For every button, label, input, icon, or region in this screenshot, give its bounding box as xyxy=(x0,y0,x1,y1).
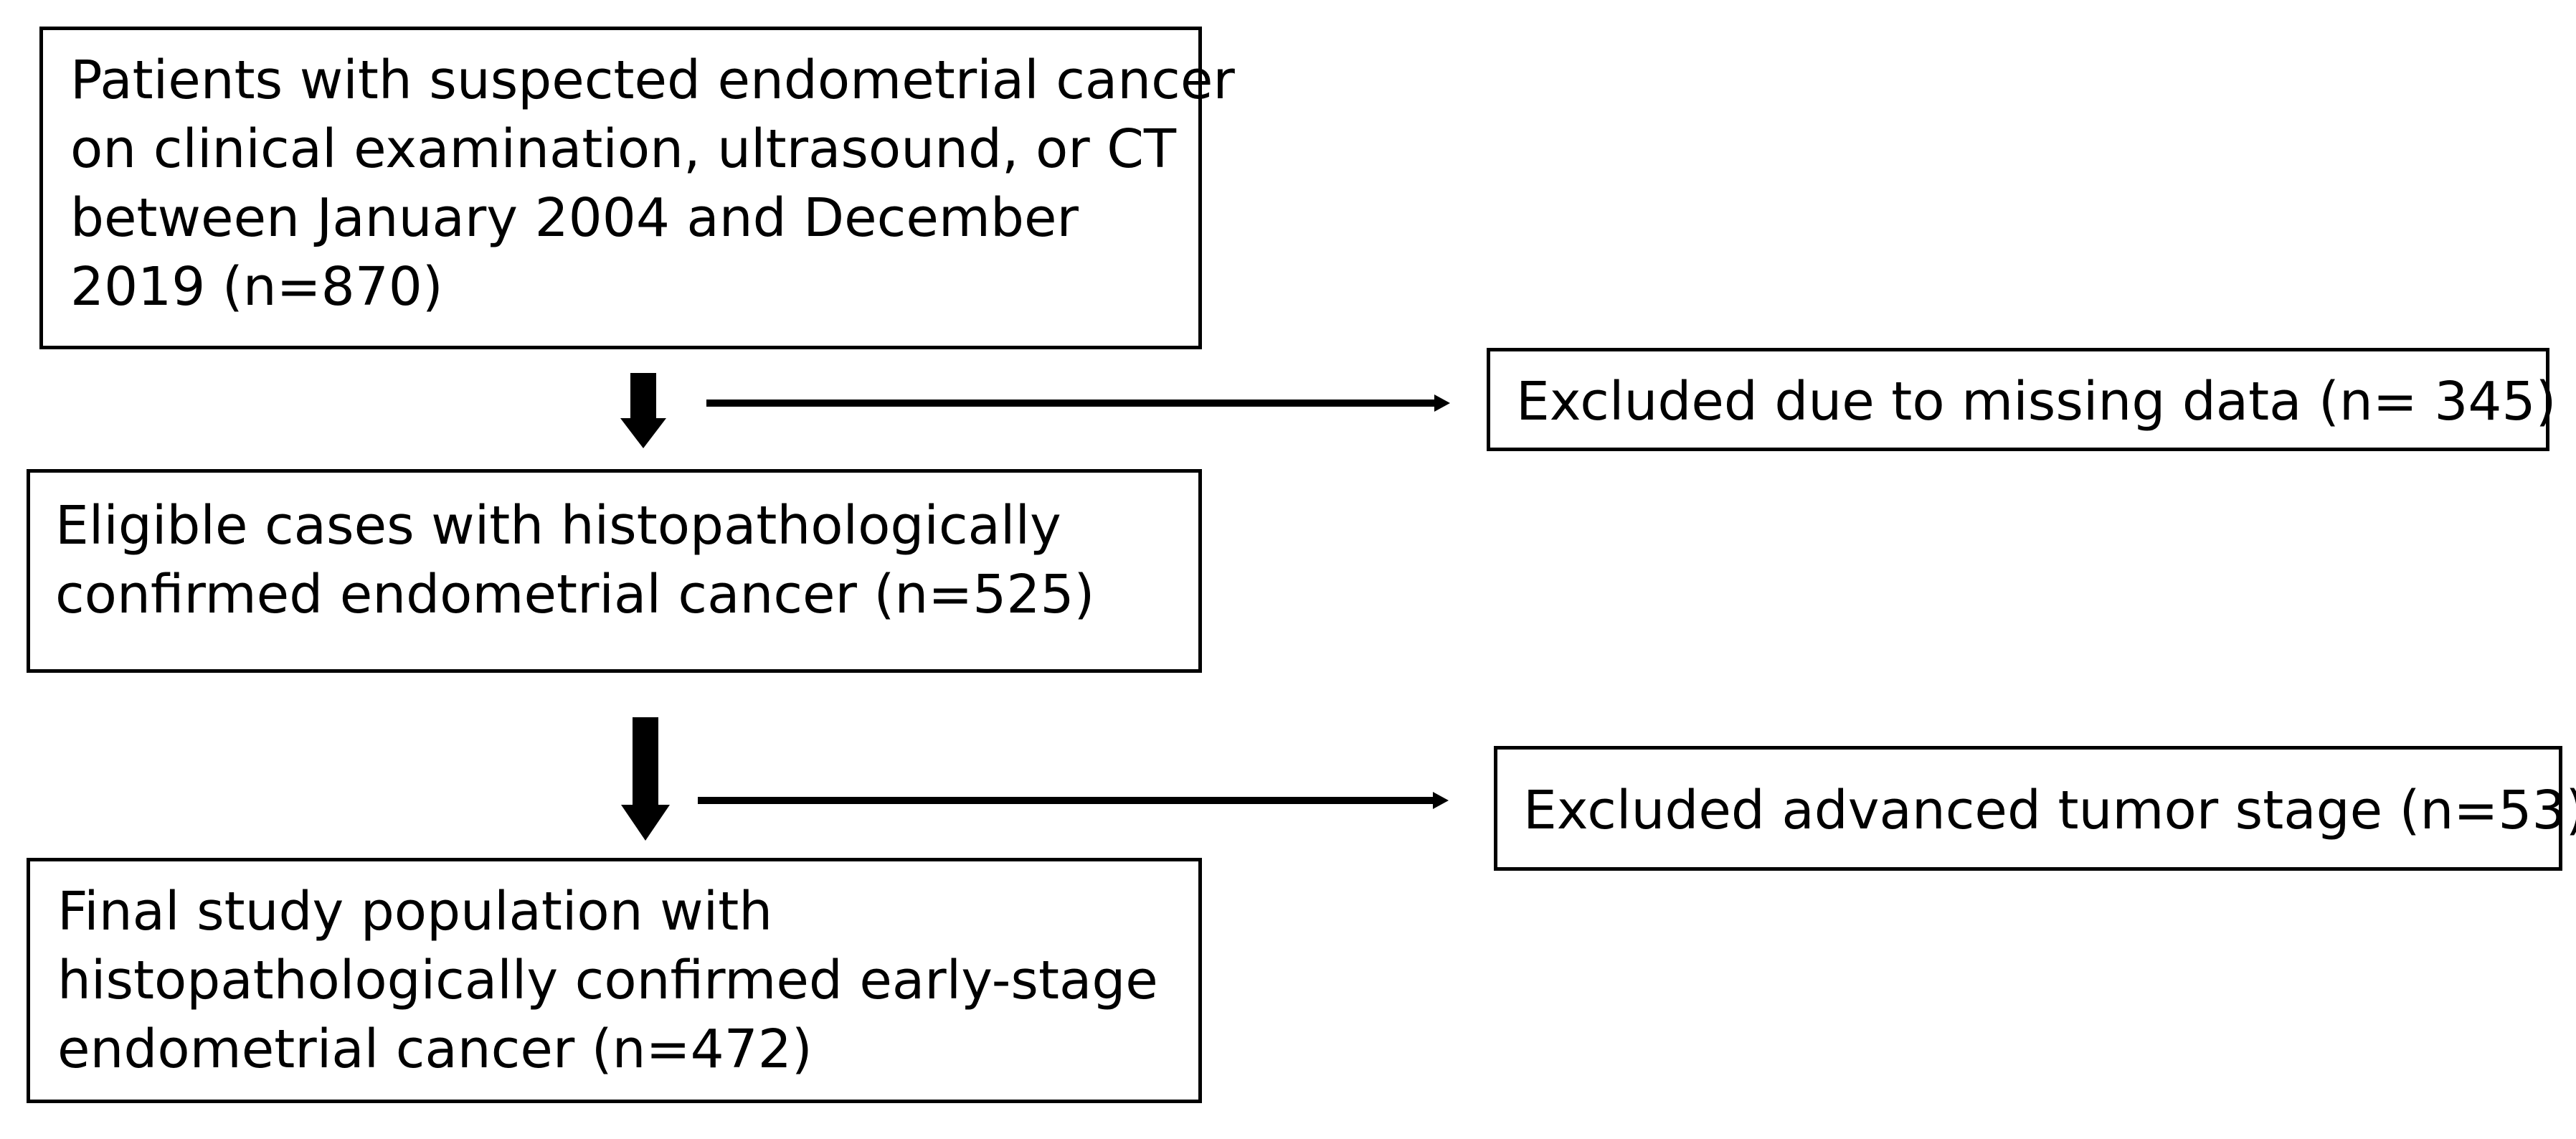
final-population-line: histopathologically confirmed early-stag… xyxy=(57,950,1158,1011)
final-population-line: endometrial cancer (n=472) xyxy=(57,1019,813,1080)
final-population-line: Final study population with xyxy=(57,881,773,942)
eligible-cases-box: Eligible cases with histopathologically … xyxy=(27,469,1202,673)
initial-patients-text: Patients with suspected endometrial canc… xyxy=(70,46,1235,321)
right-arrow-1 xyxy=(706,394,1450,412)
eligible-cases-line: Eligible cases with histopathologically xyxy=(55,495,1061,557)
exclusion-missing-data-text: Excluded due to missing data (n= 345) xyxy=(1516,371,2557,433)
final-population-text: Final study population with histopatholo… xyxy=(57,877,1158,1084)
eligible-cases-line: confirmed endometrial cancer (n=525) xyxy=(55,564,1095,625)
exclusion-missing-data-box: Excluded due to missing data (n= 345) xyxy=(1487,348,2556,451)
eligible-cases-text: Eligible cases with histopathologically … xyxy=(55,491,1094,629)
final-population-box: Final study population with histopatholo… xyxy=(27,858,1202,1103)
initial-patients-line: 2019 (n=870) xyxy=(70,256,443,318)
exclusion-advanced-stage-text: Excluded advanced tumor stage (n=53) xyxy=(1523,780,2576,841)
exclusion-advanced-stage-box: Excluded advanced tumor stage (n=53) xyxy=(1494,746,2576,871)
right-arrow-2 xyxy=(698,792,1449,809)
initial-patients-line: on clinical examination, ultrasound, or … xyxy=(70,118,1177,180)
down-arrow-2 xyxy=(621,717,670,841)
down-arrow-1 xyxy=(620,373,666,448)
initial-patients-line: between January 2004 and December xyxy=(70,187,1079,249)
initial-patients-box: Patients with suspected endometrial canc… xyxy=(39,27,1235,349)
initial-patients-line: Patients with suspected endometrial canc… xyxy=(70,49,1235,111)
